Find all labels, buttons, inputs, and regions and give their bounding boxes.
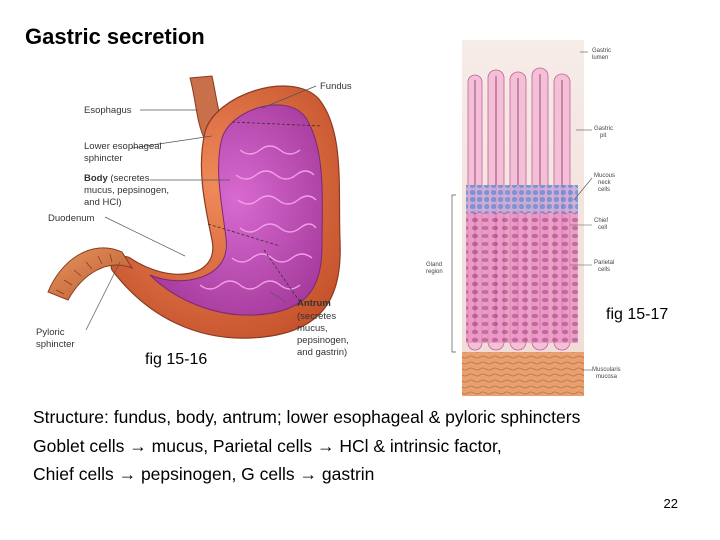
body-line: Structure: fundus, body, antrum; lower e… <box>33 407 581 427</box>
label-antrum-2: (secretes <box>297 311 336 322</box>
label-esophagus: Esophagus <box>84 105 132 116</box>
label-body-3: and HCl) <box>84 197 122 208</box>
label-body-2: mucus, pepsinogen, <box>84 185 169 196</box>
label-chief-1: Chief <box>594 218 608 224</box>
label-duodenum: Duodenum <box>48 213 95 224</box>
label-mucous-neck-2: neck <box>598 180 612 186</box>
label-antrum-5: and gastrin) <box>297 347 347 358</box>
page-number: 22 <box>663 496 678 511</box>
label-pyloric-1: Pyloric <box>36 327 65 338</box>
label-gastric-pit-2: pit <box>600 133 607 139</box>
label-muscularis-1: Muscularis <box>592 367 621 373</box>
label-mucous-neck-3: cells <box>598 187 610 193</box>
label-les-2: sphincter <box>84 153 123 164</box>
label-muscularis-2: mucosa <box>596 374 618 380</box>
label-les-1: Lower esophageal <box>84 141 162 152</box>
label-gastric-lumen-2: lumen <box>592 55 608 61</box>
label-gastric-pit-1: Gastric <box>594 126 613 132</box>
body-line: Chief cells → pepsinogen, G cells → gast… <box>33 464 375 484</box>
body-text: Structure: fundus, body, antrum; lower e… <box>33 403 580 489</box>
figure-caption-stomach: fig 15-16 <box>145 351 208 368</box>
body-line: Goblet cells → mucus, Parietal cells → H… <box>33 435 502 456</box>
label-chief-2: cell <box>598 225 607 231</box>
label-parietal-1: Parietal <box>594 260 614 266</box>
slide-title: Gastric secretion <box>25 24 205 49</box>
label-parietal-2: cells <box>598 267 610 273</box>
label-gland-region-1: Gland <box>426 262 442 268</box>
label-mucous-neck-1: Mucous <box>594 173 615 179</box>
label-gastric-lumen-1: Gastric <box>592 48 611 54</box>
label-pyloric-2: sphincter <box>36 339 75 350</box>
label-gland-region-2: region <box>426 269 443 275</box>
label-fundus: Fundus <box>320 81 352 92</box>
label-antrum-4: pepsinogen, <box>297 335 349 346</box>
label-antrum-1: Antrum <box>297 298 331 309</box>
figure-caption-gland: fig 15-17 <box>606 306 669 323</box>
label-antrum-3: mucus, <box>297 323 328 334</box>
label-body-1: Body (secretes <box>84 173 150 184</box>
